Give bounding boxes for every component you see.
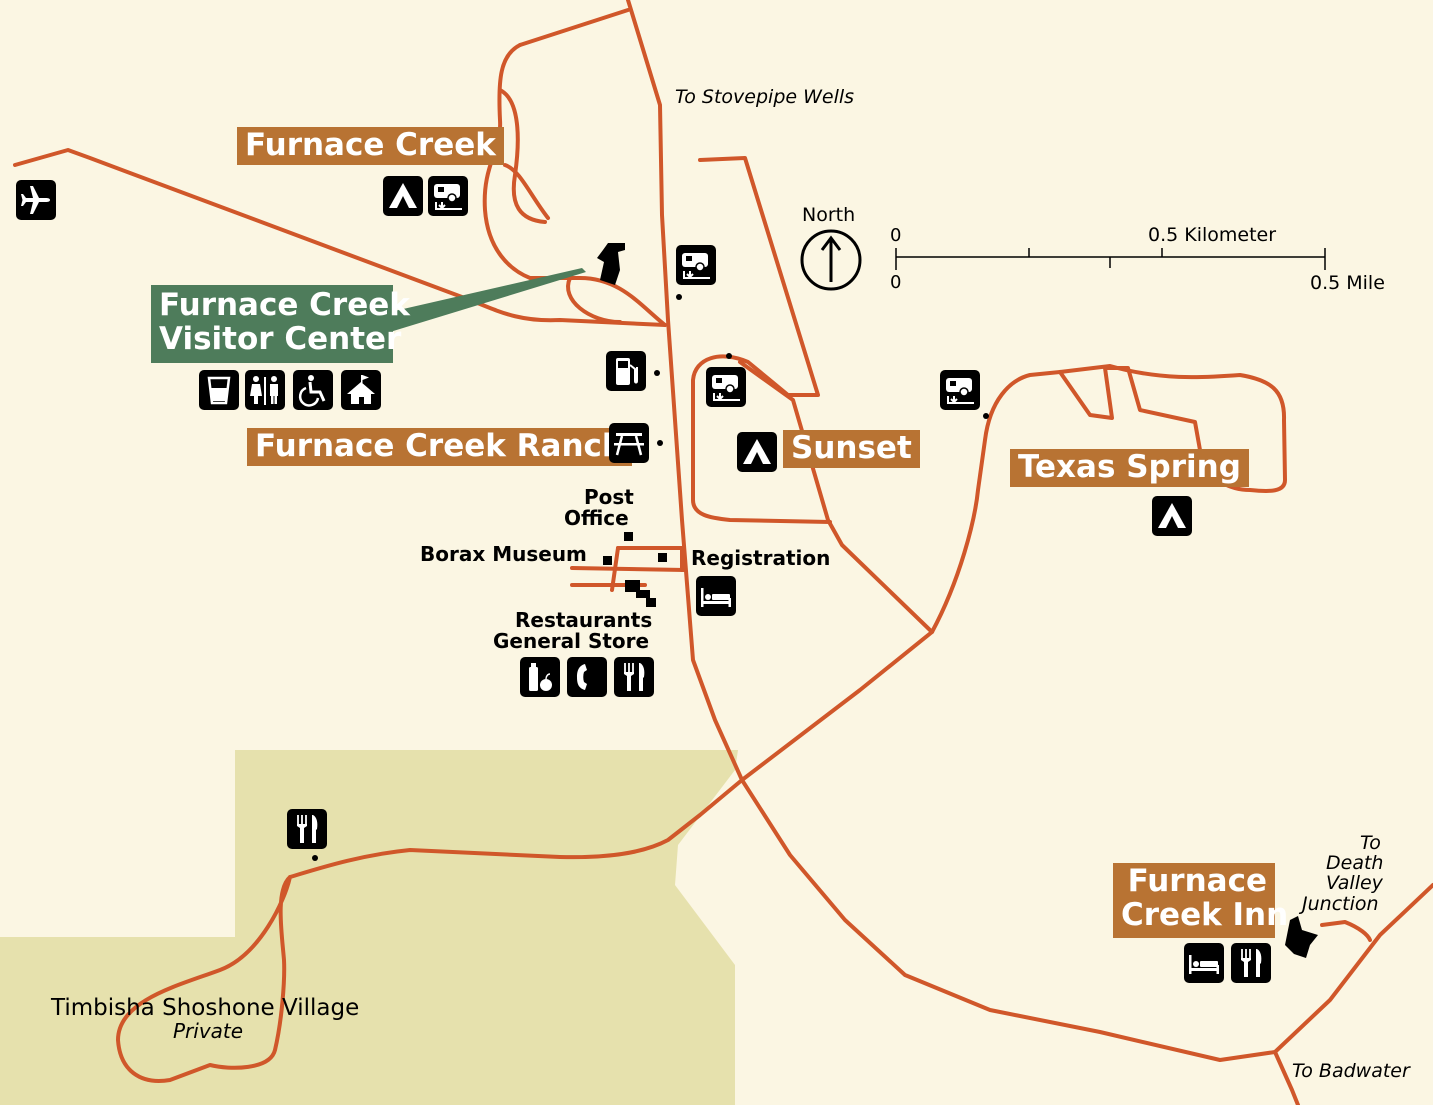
texas-spring-campground-label: Texas Spring [1010,449,1249,487]
furnace-creek-ranch-label: Furnace Creek Ranch [247,428,632,466]
airport-road [13,148,667,327]
gas-station-location-dot [654,370,660,376]
airport-icon [16,180,56,220]
visitor-center-label: Furnace Creek Visitor Center [151,285,410,363]
registration-location [658,553,667,562]
ranch-street-4 [610,546,620,592]
road-to-texas-spring [740,364,1287,782]
private-label: Private [173,1019,244,1043]
sunset-campground-road [691,156,832,524]
post-office-label-line1: Post [584,485,634,509]
road-north-west [518,8,630,47]
to-death-valley-junction-line2: Death [1326,852,1384,874]
tribal-land-area [0,750,738,1105]
rv-dump-location-dot [726,353,732,359]
picnic-area-icon [609,423,649,463]
visitor-center-building-icon [597,243,625,285]
drinking-water-icon [199,370,239,410]
furnace-creek-campground-label: Furnace Creek [237,127,504,165]
timbisha-road [116,778,744,1083]
campground-icon [383,176,423,216]
to-death-valley-junction-line1: To [1360,832,1381,854]
scale-mile-zero: 0 [890,272,902,293]
post-office-location [624,532,633,541]
inn-label-line2: Creek Inn [1121,897,1289,933]
rv-dump-station-icon [706,367,746,407]
scale-mile-label: 0.5 Mile [1310,272,1385,294]
restrooms-icon [245,370,285,410]
campground-icon [737,432,777,472]
north-label: North [802,204,856,226]
scale-bar [895,248,1326,270]
rv-dump-station-icon [940,370,980,410]
campground-west-road [503,163,550,220]
borax-museum-label: Borax Museum [420,542,587,566]
picnic-location-dot [657,440,663,446]
to-death-valley-junction-line4: Junction [1302,893,1379,915]
inn-label-line1: Furnace [1127,863,1267,899]
visitor-center-callout [390,268,586,332]
rv-dump-station-icon [428,176,468,216]
inn-building-icon [1285,916,1318,958]
registration-label: Registration [691,546,831,570]
visitor-center-loop [566,276,622,324]
rv-dump-station-icon [676,245,716,285]
to-badwater-label: To Badwater [1292,1060,1410,1082]
lodging-icon [696,576,736,616]
scale-km-zero: 0 [890,225,902,246]
sunset-campground-label: Sunset [783,430,920,468]
registration-building-icon [625,580,656,607]
lodging-icon [1184,943,1224,983]
restaurant-location-dot [312,855,318,861]
ranch-street-1 [616,546,684,572]
campground-inner-road [498,88,547,224]
furnace-creek-campground-road [482,43,667,327]
ranch-street-2 [570,566,687,572]
inn-spur-road [1320,920,1372,942]
restaurants-label: Restaurants [515,608,653,632]
to-death-valley-junction-line3: Valley [1326,872,1383,894]
general-store-label: General Store [493,629,650,653]
rv-dump-location-dot [983,413,989,419]
visitor-center-label-line1: Furnace Creek [159,287,410,323]
visitor-center-label-line2: Visitor Center [159,321,402,357]
scale-km-label: 0.5 Kilometer [1148,224,1277,246]
furnace-creek-inn-label: Furnace Creek Inn [1113,863,1289,938]
timbisha-village-label: Timbisha Shoshone Village [51,995,360,1021]
to-stovepipe-wells-label: To Stovepipe Wells [675,86,855,108]
north-arrow [800,229,862,291]
borax-museum-location [603,556,612,565]
main-highway [626,0,1433,1062]
campground-icon [1152,496,1192,536]
groceries-icon [520,657,560,697]
telephone-icon [567,657,607,697]
wheelchair-accessible-icon [293,370,333,410]
restaurant-icon [1231,943,1271,983]
texas-spring-loop [1058,366,1202,457]
post-office-label-line2: Office [564,506,629,530]
rv-dump-location-dot [676,294,682,300]
road-to-badwater [1273,1050,1300,1105]
restaurant-icon [614,657,654,697]
sunset-east-road [738,360,934,634]
gas-station-icon [606,351,646,391]
ranger-station-icon [341,370,381,410]
restaurant-icon [287,809,327,849]
